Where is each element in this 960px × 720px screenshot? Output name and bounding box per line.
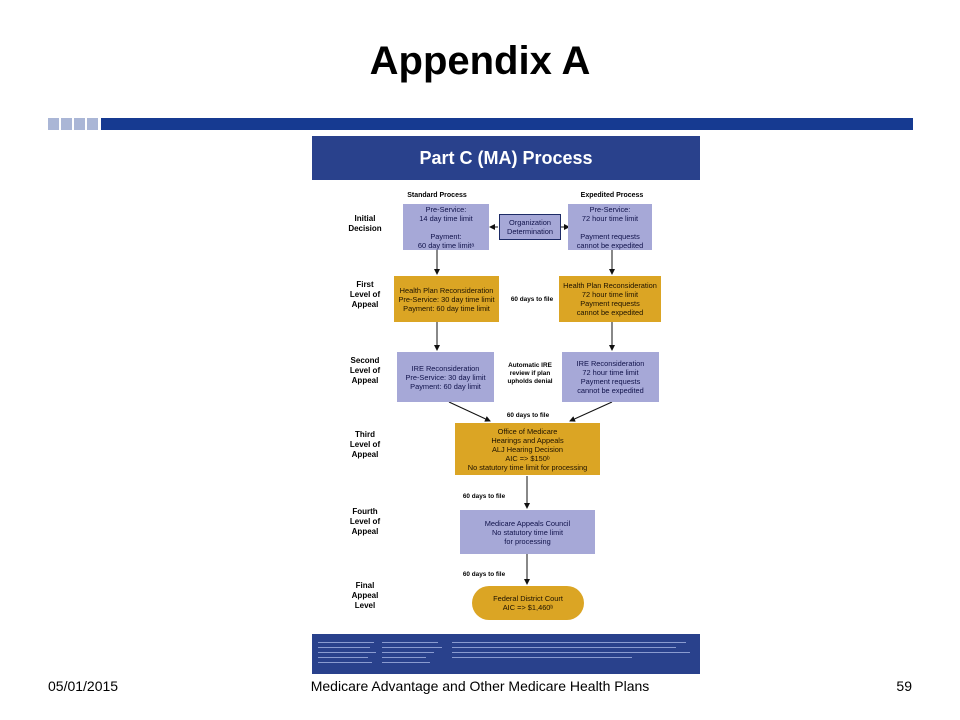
federal-district-court-box: Federal District Court AIC => $1,460ᵇ: [472, 586, 584, 620]
standard-initial-box: Pre-Service: 14 day time limit Payment: …: [403, 204, 489, 250]
arrow-std-second-third: [448, 401, 491, 422]
expedited-ire-box: IRE Reconsideration 72 hour time limit P…: [562, 352, 659, 402]
flow-arrows: [434, 224, 615, 585]
standard-reconsideration-box: Health Plan Reconsideration Pre-Service:…: [394, 276, 499, 322]
note-fourth-60-days: 60 days to file: [462, 493, 506, 500]
organization-determination-box: Organization Determination: [499, 214, 561, 240]
alj-hearing-box: Office of Medicare Hearings and Appeals …: [455, 423, 600, 475]
title-divider-bar: [48, 118, 913, 130]
row-label-fourth: Fourth Level of Appeal: [349, 507, 381, 536]
row-label-first: First Level of Appeal: [349, 280, 381, 309]
standard-ire-box: IRE Reconsideration Pre-Service: 30 day …: [397, 352, 494, 402]
diagram-header: Part C (MA) Process: [312, 136, 700, 180]
medicare-appeals-council-box: Medicare Appeals Council No statutory ti…: [460, 510, 595, 554]
slide-title: Appendix A: [369, 39, 591, 83]
row-label-initial: Initial Decision: [348, 214, 382, 233]
column-header-standard: Standard Process: [407, 192, 467, 199]
row-label-third: Third Level of Appeal: [349, 430, 381, 459]
expedited-reconsideration-box: Health Plan Reconsideration 72 hour time…: [559, 276, 661, 322]
footer-date: 05/01/2015: [48, 678, 119, 694]
note-first-60-days: 60 days to file: [510, 296, 554, 303]
row-label-final: Final Appeal Level: [351, 581, 379, 610]
column-header-expedited: Expedited Process: [580, 192, 644, 199]
expedited-initial-box: Pre-Service: 72 hour time limit Payment …: [568, 204, 652, 250]
row-label-second: Second Level of Appeal: [349, 356, 381, 385]
note-third-60-days: 60 days to file: [506, 412, 550, 419]
note-automatic-ire: Automatic IRE review if plan upholds den…: [507, 362, 553, 385]
footer-title: Medicare Advantage and Other Medicare He…: [310, 678, 650, 694]
arrow-exp-second-third: [569, 401, 613, 422]
appeals-process-diagram: Part C (MA) Process Standard Process Exp…: [312, 136, 700, 674]
footer-page-number: 59: [896, 678, 912, 694]
note-final-60-days: 60 days to file: [462, 571, 506, 578]
diagram-fine-print-footer: [312, 634, 700, 674]
